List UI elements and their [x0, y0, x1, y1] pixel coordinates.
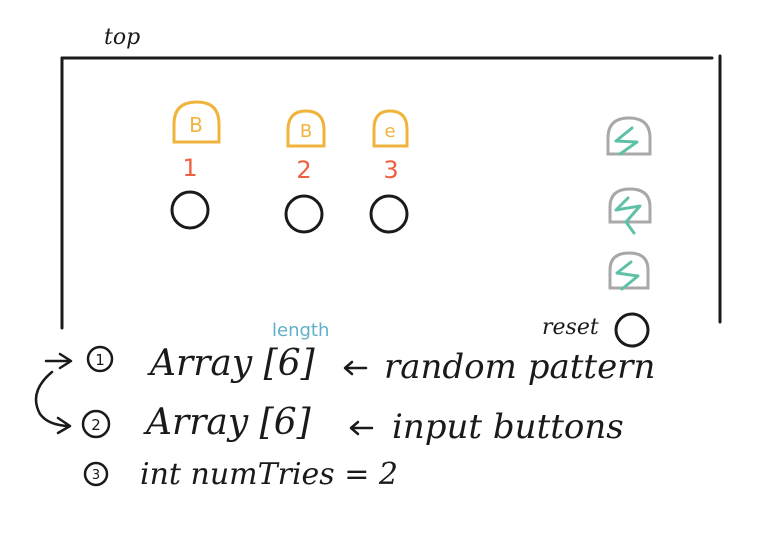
bulb-letter-3: e — [384, 121, 395, 142]
scribble-icon — [614, 196, 642, 235]
top-label: top — [104, 25, 140, 50]
svg-text:2: 2 — [91, 416, 101, 434]
side-bulb-2 — [608, 187, 652, 235]
left-arrow-icon — [343, 360, 368, 376]
side-bulb-dome-2 — [608, 187, 652, 224]
left-arrow-icon — [349, 420, 374, 436]
note-3-text: int numTries = 2 — [140, 457, 398, 492]
bulb-button-3[interactable]: e — [372, 109, 409, 148]
note-1-annotation: random pattern — [384, 347, 655, 387]
reset-button[interactable] — [614, 312, 650, 348]
side-bulb-dome-3 — [608, 251, 650, 290]
bulb-dome-3 — [372, 109, 409, 148]
input-circle-2[interactable] — [284, 194, 324, 234]
loop-arrow — [34, 370, 72, 435]
svg-text:1: 1 — [95, 351, 105, 369]
bulb-letter-1: B — [189, 113, 203, 137]
note-1-text: Array [6] — [147, 343, 316, 384]
list-marker-2: 2 — [81, 409, 111, 439]
side-bulb-3 — [608, 251, 650, 291]
bulb-button-2[interactable]: B — [286, 109, 326, 148]
bulb-number-1: 1 — [182, 154, 197, 182]
list-marker-1: 1 — [86, 345, 114, 373]
note-2-annotation: input buttons — [392, 407, 624, 447]
list-marker-3: 3 — [83, 461, 109, 487]
side-bulb-1 — [606, 116, 652, 156]
note-2-text: Array [6] — [143, 402, 312, 443]
scribble-icon — [614, 126, 639, 156]
input-circle-3[interactable] — [369, 194, 409, 234]
side-bulb-dome-1 — [606, 116, 652, 156]
reset-label: reset — [542, 315, 599, 340]
bulb-number-2: 2 — [296, 156, 311, 184]
entry-arrow — [44, 352, 73, 370]
bulb-letter-2: B — [300, 121, 312, 142]
bulb-number-3: 3 — [383, 156, 398, 184]
bulb-dome-1 — [172, 100, 221, 144]
svg-text:3: 3 — [92, 468, 100, 483]
game-box-outline — [60, 54, 722, 330]
input-circle-1[interactable] — [170, 190, 210, 230]
length-annotation: length — [272, 320, 329, 341]
bulb-button-1[interactable]: B — [172, 100, 221, 144]
scribble-icon — [615, 260, 640, 291]
bulb-dome-2 — [286, 109, 326, 148]
